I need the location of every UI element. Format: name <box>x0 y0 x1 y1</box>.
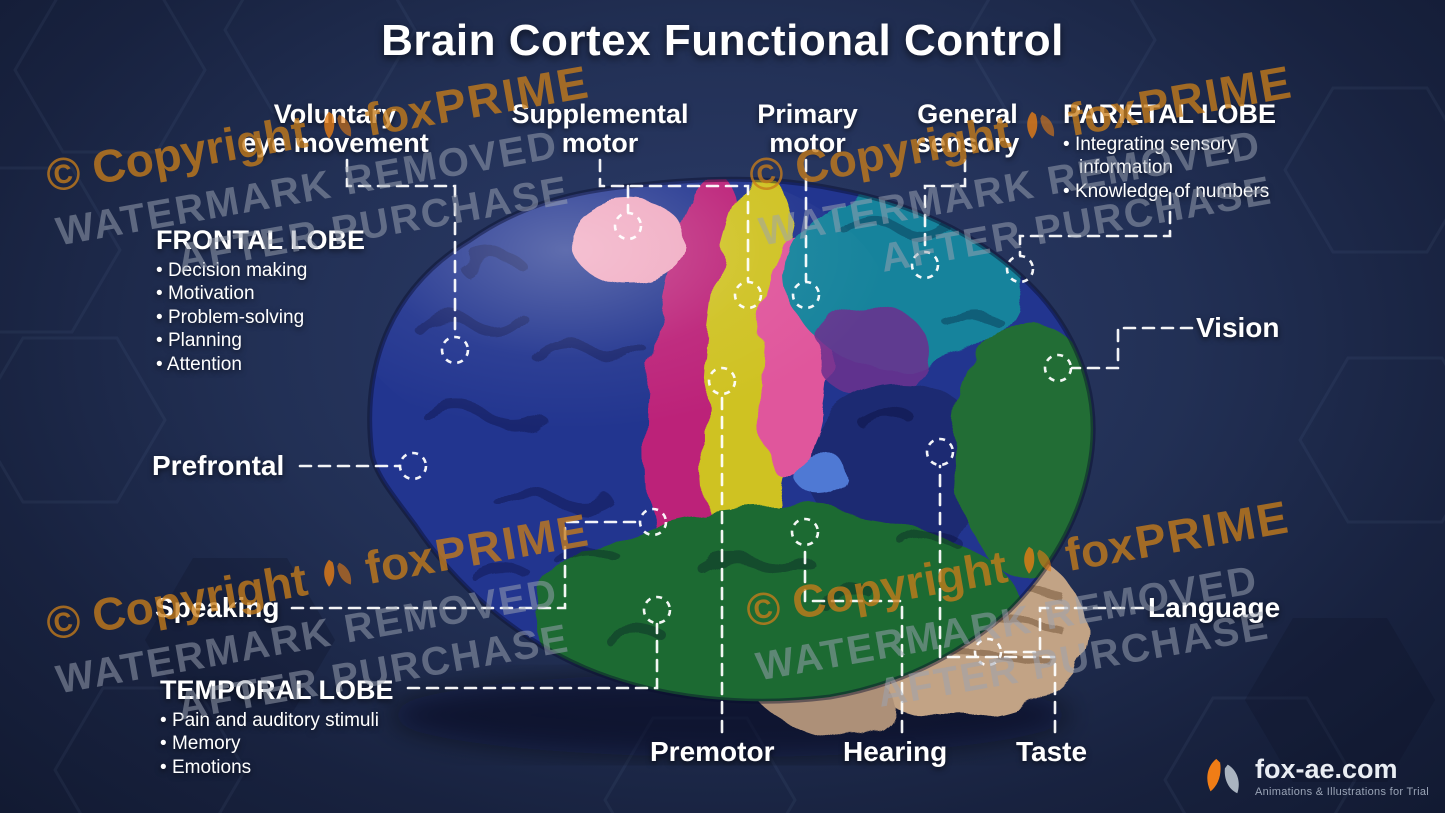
region-marker-voluntary-eye <box>440 335 470 365</box>
logo-site-text: fox-ae.com <box>1254 754 1398 784</box>
region-markers <box>398 211 1073 667</box>
leader-language <box>1000 606 1145 654</box>
label-general-line1: General <box>917 99 1018 129</box>
fox-ae-logo-icon <box>1207 758 1239 794</box>
light-blue-spot <box>796 453 848 497</box>
label-supplemental-line2: motor <box>561 127 639 158</box>
label-voluntary-line1: Voluntary <box>273 99 397 129</box>
label-parietal-lobe: PARIETAL LOBE Integrating sensory inform… <box>1063 99 1313 204</box>
leader-vision <box>1070 326 1194 370</box>
watermark-copyright-text: © Copyright <box>742 540 1012 638</box>
watermark-brand-fox: fox <box>361 530 439 594</box>
primary-motor-pink-region <box>758 240 828 480</box>
label-supplemental-line1: Supplemental <box>511 99 689 129</box>
parietal-bullet: Integrating sensory information <box>1063 133 1313 180</box>
logo-tagline: Animations & Illustrations for Trial <box>1254 786 1429 798</box>
leader-speaking <box>290 520 641 610</box>
leader-general-sensory <box>923 158 967 253</box>
region-marker-prefrontal <box>398 451 428 481</box>
frontal-lobe-bullets: Decision making Motivation Problem-solvi… <box>156 259 436 377</box>
label-voluntary-eye-movement: Voluntary eye movement <box>215 100 455 158</box>
label-general-line2: sensory <box>915 127 1020 158</box>
logo-text: fox-ae.com Animations & Illustrations fo… <box>1254 754 1429 799</box>
parietal-lobe-title: PARIETAL LOBE <box>1063 99 1277 129</box>
temporal-lobe-bullets: Pain and auditory stimuli Memory Emotion… <box>160 709 460 780</box>
label-general-sensory: General sensory <box>890 100 1045 158</box>
label-speaking: Speaking <box>155 592 280 623</box>
label-primary-line1: Primary <box>757 99 858 129</box>
label-taste: Taste <box>1016 736 1088 767</box>
region-marker-supplemental <box>613 211 643 241</box>
region-marker-supplemental-2 <box>733 280 763 310</box>
temporal-green-region <box>535 506 1025 702</box>
leader-hearing <box>803 544 904 734</box>
label-premotor: Premotor <box>650 736 775 767</box>
label-primary-line2: motor <box>769 127 846 158</box>
fox-paw-icon <box>324 559 352 587</box>
leader-taste <box>938 464 1057 734</box>
region-marker-parietal <box>1005 254 1035 284</box>
frontal-bullet: Problem-solving <box>156 306 436 330</box>
supplemental-motor-region <box>569 198 685 282</box>
cerebellum-brainstem <box>742 538 1086 736</box>
label-prefrontal: Prefrontal <box>152 450 285 481</box>
label-voluntary-line2: eye movement <box>241 127 429 158</box>
cerebrum-regions <box>369 179 1094 702</box>
region-marker-temporal <box>642 595 672 625</box>
motor-yellow-region <box>703 179 801 585</box>
page-title: Brain Cortex Functional Control <box>381 16 1064 65</box>
sensory-teal-region <box>787 188 1023 368</box>
label-vision: Vision <box>1196 312 1280 343</box>
temporal-bullet: Memory <box>160 732 460 756</box>
watermark-brand-prime: PRIME <box>431 503 594 582</box>
label-temporal-lobe: TEMPORAL LOBE Pain and auditory stimuli … <box>160 675 460 780</box>
label-supplemental-motor: Supplemental motor <box>470 100 730 158</box>
parietal-bullet: Knowledge of numbers <box>1063 180 1313 204</box>
label-primary-motor: Primary motor <box>735 100 880 158</box>
region-marker-taste <box>925 437 955 467</box>
region-marker-hearing <box>790 517 820 547</box>
region-marker-speaking <box>638 507 668 537</box>
label-hearing: Hearing <box>843 736 948 767</box>
frontal-lobe-region <box>369 179 1094 702</box>
region-marker-vision <box>1043 353 1073 383</box>
cerebrum-outline <box>367 176 1096 704</box>
temporal-lobe-title: TEMPORAL LOBE <box>160 675 394 705</box>
frontal-bullet: Planning <box>156 329 436 353</box>
region-marker-primary-motor <box>791 280 821 310</box>
parietal-lobe-bullets: Integrating sensory information Knowledg… <box>1063 133 1313 204</box>
frontal-bullet: Motivation <box>156 282 436 306</box>
frontal-bullet: Decision making <box>156 259 436 283</box>
label-language: Language <box>1148 592 1281 623</box>
fox-paw-icon <box>1024 546 1052 574</box>
label-frontal-lobe: FRONTAL LOBE Decision making Motivation … <box>156 225 436 377</box>
region-marker-language <box>973 637 1003 667</box>
temporal-bullet: Emotions <box>160 756 460 780</box>
temporal-bullet: Pain and auditory stimuli <box>160 709 460 733</box>
leader-supplemental-motor <box>598 158 750 283</box>
frontal-bullet: Attention <box>156 353 436 377</box>
occipital-green-region <box>955 320 1094 580</box>
fox-ae-logo: fox-ae.com Animations & Illustrations fo… <box>1199 755 1429 799</box>
region-marker-premotor <box>707 366 737 396</box>
purple-region <box>814 306 930 398</box>
frontal-lobe-title: FRONTAL LOBE <box>156 225 365 255</box>
gyri-texture <box>415 216 1001 645</box>
watermark-brand-prime: PRIME <box>1131 490 1294 569</box>
motor-magenta-region <box>645 179 751 574</box>
region-marker-general-sensory <box>910 250 940 280</box>
parietal-navy-region <box>808 383 992 547</box>
watermark-brand-fox: fox <box>1061 517 1139 581</box>
